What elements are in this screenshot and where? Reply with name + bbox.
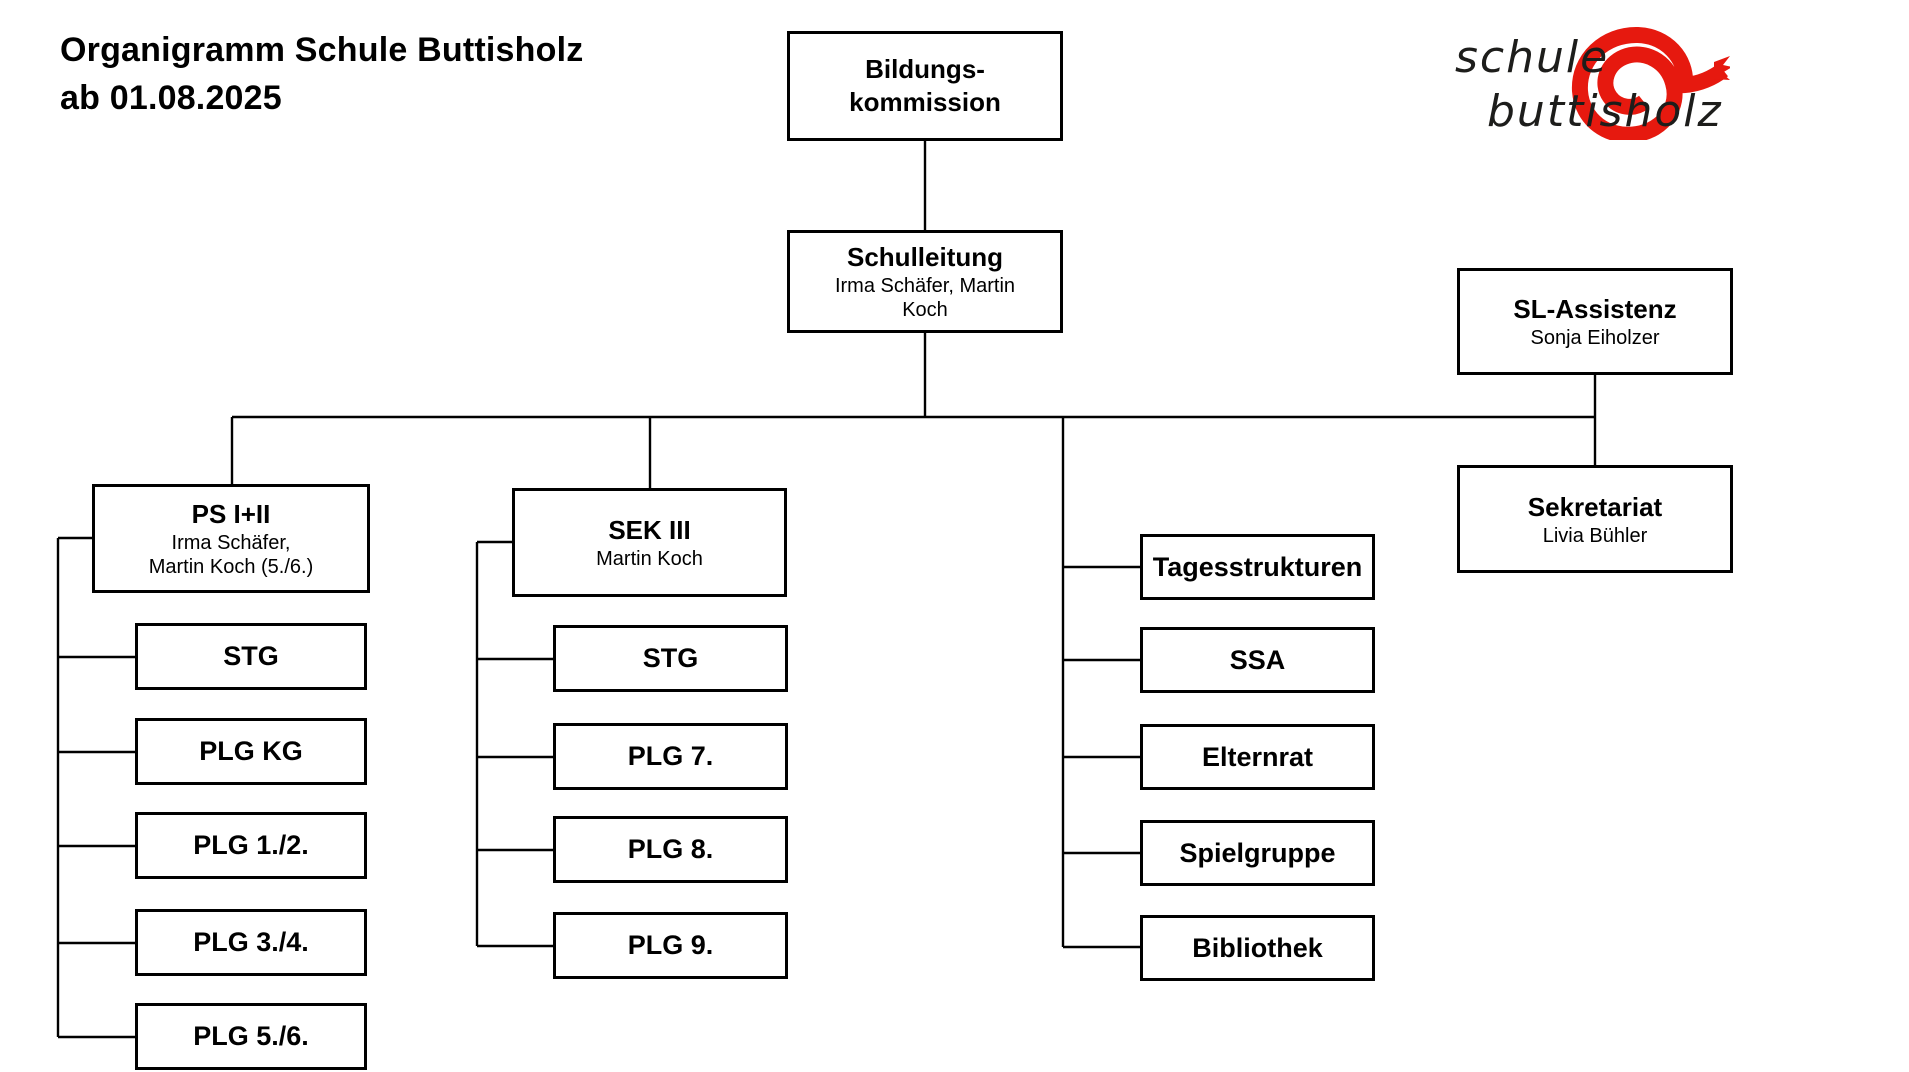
node-plg-kg: PLG KG (135, 718, 367, 785)
node-title: SEK III (608, 515, 691, 545)
node-bibliothek: Bibliothek (1140, 915, 1375, 981)
node-ps-stg: STG (135, 623, 367, 690)
node-ssa: SSA (1140, 627, 1375, 693)
node-title: SL-Assistenz (1513, 294, 1677, 324)
node-plg-1-2: PLG 1./2. (135, 812, 367, 879)
node-ps-i-ii: PS I+II Irma Schäfer, Martin Koch (5./6.… (92, 484, 370, 593)
node-people: Martin Koch (596, 548, 703, 570)
node-plg-9: PLG 9. (553, 912, 788, 979)
page-title: Organigramm Schule Buttisholz ab 01.08.2… (60, 26, 583, 122)
node-people-line: Koch (902, 299, 948, 321)
node-bildungskommission: Bildungs- kommission (787, 31, 1063, 141)
node-people: Sonja Eiholzer (1530, 327, 1660, 349)
node-sekretariat: Sekretariat Livia Bühler (1457, 465, 1733, 573)
logo-word-buttisholz: buttisholz (1487, 86, 1723, 137)
node-people: Livia Bühler (1542, 524, 1648, 547)
node-title: Sekretariat (1527, 491, 1663, 522)
node-spielgruppe: Spielgruppe (1140, 820, 1375, 886)
node-title: Schulleitung (847, 242, 1003, 272)
node-people-line: Irma Schäfer, Martin (834, 275, 1016, 297)
node-sek-stg: STG (553, 625, 788, 692)
node-sek-iii: SEK III Martin Koch (512, 488, 787, 597)
node-people-line: Martin Koch (5./6.) (148, 556, 314, 578)
node-people-line: Irma Schäfer, (171, 532, 291, 554)
page-title-line2: ab 01.08.2025 (60, 79, 282, 117)
red-spiral-icon (1571, 27, 1730, 140)
node-plg-3-4: PLG 3./4. (135, 909, 367, 976)
node-plg-5-6: PLG 5./6. (135, 1003, 367, 1070)
node-plg-7: PLG 7. (553, 723, 788, 790)
node-elternrat: Elternrat (1140, 724, 1375, 790)
node-title: PS I+II (191, 499, 271, 529)
node-people: Irma Schäfer, Martin Koch (835, 274, 1015, 322)
node-plg-8: PLG 8. (553, 816, 788, 883)
page-title-line1: Organigramm Schule Buttisholz (60, 31, 584, 69)
node-schulleitung: Schulleitung Irma Schäfer, Martin Koch (787, 230, 1063, 333)
node-title: Bildungs- (865, 54, 985, 84)
node-people: Irma Schäfer, Martin Koch (5./6.) (149, 531, 314, 579)
school-logo: schule buttisholz (1455, 14, 1795, 144)
logo-word-schule: schule (1455, 32, 1610, 83)
node-tagesstrukturen: Tagesstrukturen (1140, 534, 1375, 600)
node-sl-assistenz: SL-Assistenz Sonja Eiholzer (1457, 268, 1733, 375)
node-title: kommission (849, 87, 1001, 117)
